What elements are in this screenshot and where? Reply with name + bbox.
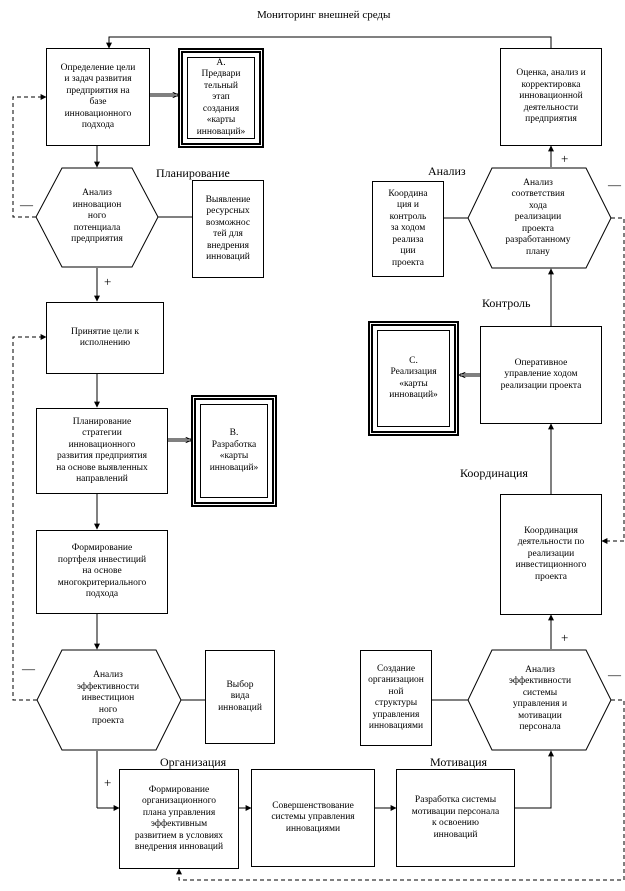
phase-label-motivation: Мотивация: [430, 755, 488, 769]
link-motivation-to-mgmt-efficiency: [515, 750, 554, 809]
node-org-plan: Формирование организационного плана упра…: [119, 769, 239, 869]
node-potential-analysis: Анализ инновацион ного потенциала предпр…: [71, 188, 123, 245]
node-improve-system: Совершенствование системы управления инн…: [251, 769, 375, 867]
plus-sign-conformity: +: [561, 151, 569, 166]
node-project-efficiency: Анализ эффективности инвестицион ного пр…: [76, 670, 140, 727]
plus-sign-efficiency: +: [104, 775, 112, 790]
diagram-title: Мониторинг внешней среды: [257, 9, 391, 21]
feedback-mgmt-to-orgplan: [176, 699, 625, 881]
feedback-conformity-to-coordination: [601, 217, 625, 544]
phase-label-control: Контроль: [482, 296, 531, 310]
node-assessment: Оценка, анализ и корректировка инновацио…: [500, 48, 602, 146]
plus-sign-mgmt: +: [561, 630, 569, 645]
phase-label-analysis: Анализ: [428, 164, 466, 178]
node-strategy-planning: Планирование стратегии инновационного ра…: [36, 408, 168, 494]
minus-sign-efficiency: —: [22, 661, 35, 676]
node-mgmt-efficiency: Анализ эффективности системы управления …: [508, 664, 572, 733]
node-org-structure: Создание организацион ной структуры упра…: [360, 650, 432, 746]
card-b: В. Разработка «карты инноваций»: [191, 395, 277, 507]
feedback-efficiency-to-accept: [12, 334, 47, 701]
card-c: С. Реализация «карты инноваций»: [368, 321, 459, 436]
node-goal-definition: Определение цели и задач развития предпр…: [46, 48, 150, 146]
plus-sign-potential: +: [104, 274, 112, 289]
node-plan-conformity: Анализ соответствия хода реализации прое…: [505, 177, 571, 257]
node-portfolio: Формирование портфеля инвестиций на осно…: [36, 530, 168, 614]
phase-label-coordination: Координация: [460, 466, 528, 480]
node-coordination-control: Координа ция и контроль за ходом реализа…: [372, 181, 444, 277]
minus-sign-potential: —: [20, 197, 33, 212]
minus-sign-conformity: —: [608, 177, 621, 192]
node-accept-goal: Принятие цели к исполнению: [46, 302, 164, 374]
phase-label-organization: Организация: [160, 755, 227, 769]
minus-sign-mgmt: —: [608, 667, 621, 682]
phase-label-planning: Планирование: [156, 166, 230, 180]
node-innovation-choice: Выбор вида инноваций: [205, 650, 275, 744]
card-a: А. Предвари тельный этап создания «карты…: [178, 48, 264, 148]
node-resources: Выявление ресурсных возможнос тей для вн…: [192, 180, 264, 278]
node-motivation-system: Разработка системы мотивации персонала к…: [396, 769, 515, 867]
node-operational-mgmt: Оперативное управление ходом реализации …: [480, 326, 602, 424]
node-coordination-activity: Координация деятельности по реализации и…: [500, 494, 602, 615]
link-monitoring-loop: [106, 36, 552, 49]
